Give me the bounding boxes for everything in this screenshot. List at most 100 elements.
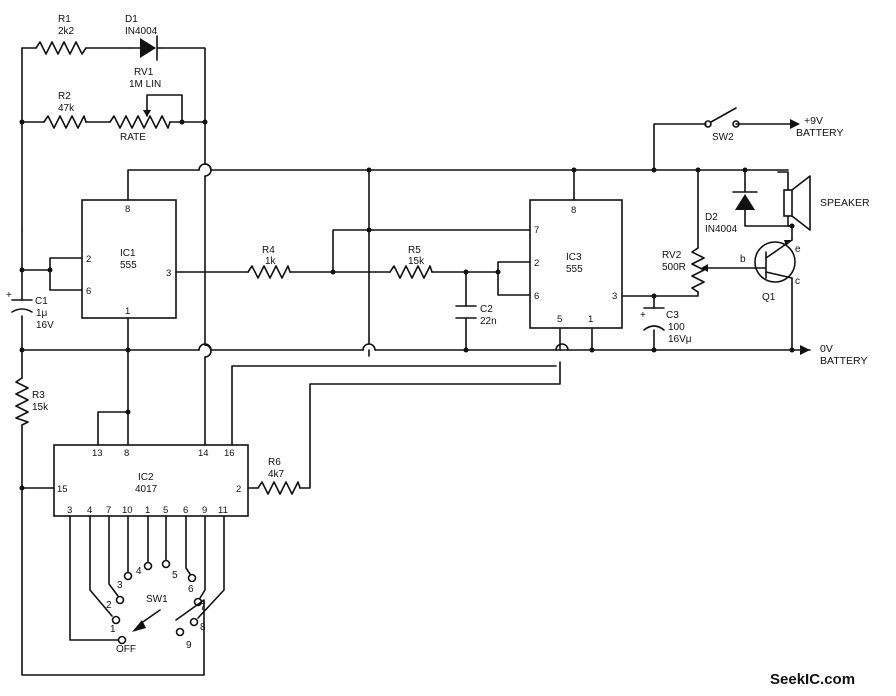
c2-name: C2 — [480, 304, 493, 315]
pos-rail-top: +9V — [804, 115, 823, 127]
resistor-r1: R1 2k2 — [35, 14, 87, 55]
rv1-name: RV1 — [134, 67, 154, 78]
capacitor-c3: + C3 100 16Vμ — [640, 307, 692, 345]
svg-text:2: 2 — [534, 258, 539, 269]
svg-text:1: 1 — [125, 306, 130, 317]
r4-name: R4 — [262, 245, 275, 256]
rv2-value: 500R — [662, 262, 686, 273]
svg-text:7: 7 — [106, 505, 111, 516]
d1-name: D1 — [125, 14, 138, 25]
c2-value: 22n — [480, 316, 497, 327]
c3-value-bottom: 16Vμ — [668, 334, 692, 345]
pos-rail-bottom: BATTERY — [796, 127, 843, 139]
svg-text:6: 6 — [183, 505, 188, 516]
svg-text:9: 9 — [186, 640, 192, 651]
r2-value: 47k — [58, 103, 75, 114]
svg-text:8: 8 — [125, 204, 130, 215]
svg-text:8: 8 — [124, 448, 129, 459]
rv1-value: 1M LIN — [129, 79, 161, 90]
r3-name: R3 — [32, 390, 45, 401]
c3-name: C3 — [666, 310, 679, 321]
d2-value: IN4004 — [705, 224, 738, 235]
d1-value: IN4004 — [125, 26, 158, 37]
c1-value-top: 1μ — [36, 308, 48, 319]
c3-value-top: 100 — [668, 322, 685, 333]
r1-value: 2k2 — [58, 26, 75, 37]
resistor-r6: R6 4k7 — [257, 457, 301, 495]
potentiometer-rv1: RV1 1M LIN RATE — [109, 67, 171, 143]
transistor-q1: b e c Q1 — [740, 239, 801, 303]
c1-value-bottom: 16V — [36, 320, 54, 331]
neg-rail-bottom: BATTERY — [820, 355, 867, 367]
diode-d1: D1 IN4004 — [125, 14, 163, 61]
sw2-name: SW2 — [712, 132, 734, 143]
r4-value: 1k — [265, 256, 277, 267]
svg-text:4: 4 — [136, 566, 142, 577]
svg-text:5: 5 — [557, 314, 562, 325]
ic3-type: 555 — [566, 264, 583, 275]
svg-text:3: 3 — [67, 505, 72, 516]
q1-collector: c — [795, 276, 800, 287]
ic1-type: 555 — [120, 260, 137, 271]
resistor-r3: R3 15k — [15, 377, 49, 426]
resistor-r2: R2 47k — [43, 91, 87, 129]
svg-text:3: 3 — [117, 580, 123, 591]
svg-text:3: 3 — [166, 268, 171, 279]
battery-labels: +9V BATTERY 0V BATTERY — [796, 115, 867, 367]
potentiometer-rv2: RV2 500R — [662, 247, 708, 293]
q1-name: Q1 — [762, 292, 776, 303]
svg-text:1: 1 — [110, 624, 116, 635]
capacitor-c2: C2 22n — [455, 304, 497, 327]
ic3-name: IC3 — [566, 252, 582, 263]
svg-text:6: 6 — [534, 291, 539, 302]
watermark: SeekIC.com — [770, 671, 855, 688]
svg-text:8: 8 — [200, 622, 206, 633]
wire-hops — [198, 163, 569, 358]
r6-value: 4k7 — [268, 469, 285, 480]
svg-text:7: 7 — [534, 225, 539, 236]
neg-rail-top: 0V — [820, 343, 833, 355]
r3-value: 15k — [32, 402, 49, 413]
svg-text:16: 16 — [224, 448, 235, 459]
ic2-name: IC2 — [138, 472, 154, 483]
svg-text:7: 7 — [200, 602, 206, 613]
wires — [21, 47, 811, 676]
rv2-name: RV2 — [662, 250, 682, 261]
capacitor-c1: + C1 1μ 16V — [6, 290, 54, 331]
svg-text:2: 2 — [106, 600, 112, 611]
c1-polarity: + — [6, 290, 12, 301]
q1-emitter: e — [795, 244, 801, 255]
ic1-name: IC1 — [120, 248, 136, 259]
speaker-name: SPEAKER — [820, 197, 870, 209]
ic3-555: 8 7 2 6 3 5 1 IC3 555 — [529, 199, 623, 329]
svg-text:6: 6 — [188, 584, 194, 595]
d2-name: D2 — [705, 212, 718, 223]
svg-text:1: 1 — [145, 505, 150, 516]
sw1-off: OFF — [116, 644, 136, 655]
ic2-type: 4017 — [135, 484, 158, 495]
switch-sw2: SW2 — [704, 107, 800, 143]
speaker: SPEAKER — [783, 175, 870, 231]
c3-polarity: + — [640, 310, 646, 321]
svg-text:9: 9 — [202, 505, 207, 516]
r1-name: R1 — [58, 14, 71, 25]
svg-text:6: 6 — [86, 286, 91, 297]
svg-text:2: 2 — [236, 484, 241, 495]
svg-text:14: 14 — [198, 448, 209, 459]
r6-name: R6 — [268, 457, 281, 468]
svg-text:5: 5 — [163, 505, 168, 516]
rv1-function: RATE — [120, 132, 146, 143]
q1-base: b — [740, 254, 746, 265]
svg-text:15: 15 — [57, 484, 68, 495]
svg-text:8: 8 — [571, 205, 576, 216]
resistor-r4: R4 1k — [247, 245, 291, 279]
r5-value: 15k — [408, 256, 425, 267]
c1-name: C1 — [35, 296, 48, 307]
svg-text:11: 11 — [218, 505, 228, 516]
svg-text:10: 10 — [122, 505, 133, 516]
sw1-name: SW1 — [146, 594, 168, 605]
rotary-switch-sw1: SW1 OFF 1 2 3 4 5 6 7 8 9 — [106, 559, 206, 655]
r2-name: R2 — [58, 91, 71, 102]
svg-text:13: 13 — [92, 448, 103, 459]
